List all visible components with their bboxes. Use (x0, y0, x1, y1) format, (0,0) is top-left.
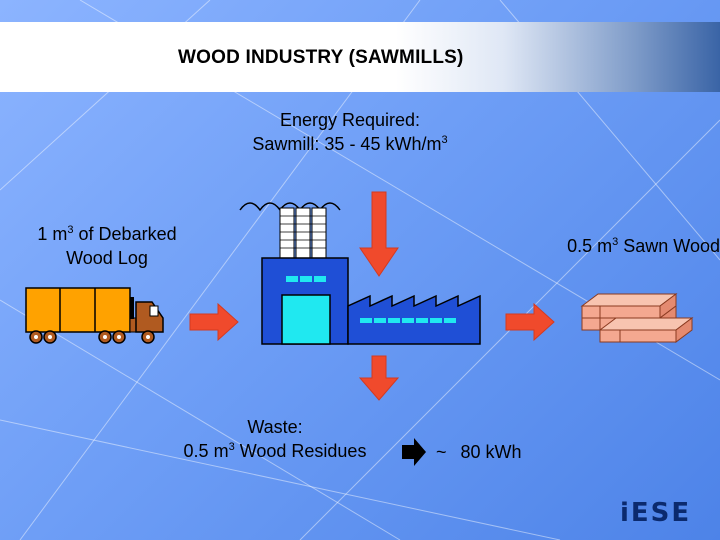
energy-required-sup: 3 (441, 134, 448, 146)
red-arrow-icon-output (505, 302, 555, 342)
energy-required-heading: Energy Required: (279, 110, 421, 130)
output-label: 0.5 m3 Sawn Wood (520, 234, 720, 258)
lumber-stack-icon (580, 293, 694, 343)
output-desc: Sawn Wood (618, 236, 720, 256)
energy-required-value: Sawmill: 35 - 45 kWh/m3 (220, 132, 480, 156)
waste-desc: Wood Residues (234, 441, 367, 461)
output-quantity: 0.5 m (567, 236, 613, 256)
output-sup: 3 (612, 236, 619, 248)
energy-required-label: Energy Required: Sawmill: 35 - 45 kWh/m3 (220, 108, 480, 156)
input-label-line1: 1 m3 of Debarked (12, 222, 202, 246)
input-desc: of Debarked (73, 224, 177, 244)
energy-required-text: Sawmill: 35 - 45 kWh/m (252, 134, 442, 154)
red-arrow-icon-energy (359, 191, 399, 277)
input-quantity: 1 m (37, 224, 68, 244)
factory-icon (239, 202, 481, 345)
waste-quantity: 0.5 m (183, 441, 229, 461)
waste-label: Waste: 0.5 m3 Wood Residues (160, 415, 390, 463)
input-sup: 3 (67, 224, 74, 236)
approx-symbol: ~ (436, 442, 447, 462)
iese-logo: iESE (620, 498, 691, 528)
logo-i: i (620, 498, 631, 528)
red-arrow-icon-waste (358, 355, 400, 401)
energy-output-label: ~80 kWh (436, 440, 556, 464)
input-label-line2: Wood Log (66, 248, 148, 268)
energy-output-value: 80 kWh (460, 442, 522, 462)
waste-heading: Waste: (247, 417, 303, 437)
red-arrow-icon-input (189, 302, 239, 342)
logo-letters: ESE (630, 498, 692, 528)
waste-value: 0.5 m3 Wood Residues (160, 439, 390, 463)
truck-icon (25, 287, 164, 344)
input-label: 1 m3 of Debarked Wood Log (12, 222, 202, 270)
waste-sup: 3 (228, 441, 235, 453)
slide-title: WOOD INDUSTRY (SAWMILLS) (178, 47, 464, 68)
black-arrow-icon (402, 438, 426, 466)
title-band (0, 22, 720, 92)
